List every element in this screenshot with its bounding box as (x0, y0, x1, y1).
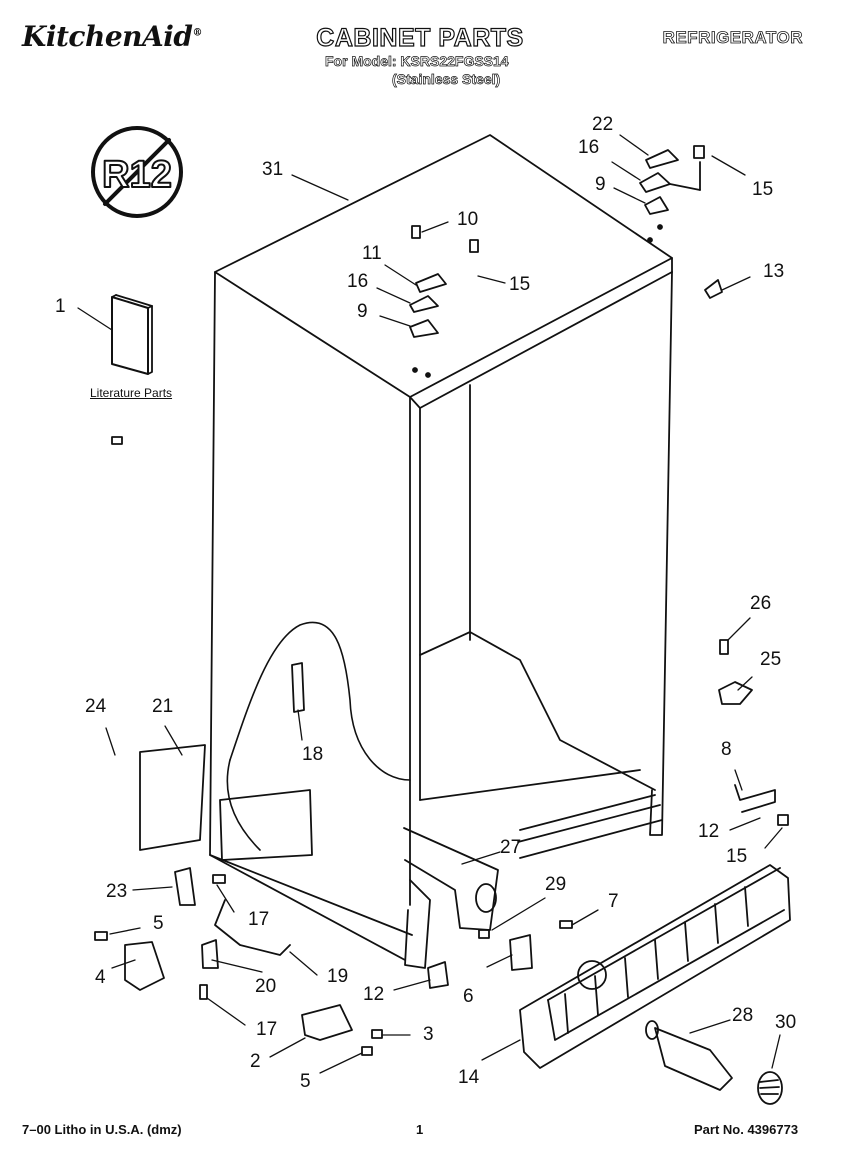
callout-16-right: 16 (578, 137, 600, 158)
literature-booklet (111, 294, 153, 375)
callout-2: 2 (250, 1051, 261, 1072)
model-line: For Model: KSRS22FGSS14 (325, 53, 509, 70)
footer-page-number: 1 (416, 1122, 424, 1137)
callout-31: 31 (262, 159, 284, 180)
callout-15-left: 15 (509, 274, 531, 295)
filter-cap (757, 1071, 783, 1105)
callout-24: 24 (85, 696, 107, 717)
badge-text: R12 (102, 154, 172, 196)
screws (94, 145, 789, 1056)
page-title: CABINET PARTS (316, 23, 524, 52)
callout-15-right: 15 (726, 846, 748, 867)
callout-18: 18 (302, 744, 324, 765)
callout-16-left: 16 (347, 271, 369, 292)
brand-logo: KitchenAid® (22, 20, 202, 53)
callout-14: 14 (458, 1067, 480, 1088)
callout-9-left: 9 (357, 301, 368, 322)
callout-13: 13 (763, 261, 785, 282)
callout-8: 8 (721, 739, 732, 760)
callout-12-right: 12 (698, 821, 720, 842)
refrigerator-cabinet (209, 134, 673, 969)
callout-5-top: 5 (153, 913, 164, 934)
callout-28: 28 (732, 1005, 754, 1026)
callout-23: 23 (106, 881, 128, 902)
callout-4: 4 (95, 967, 106, 988)
callout-26: 26 (750, 593, 772, 614)
no-r12-badge: R12 (91, 126, 183, 218)
callout-9-right: 9 (595, 174, 606, 195)
water-filter (645, 1020, 733, 1091)
callout-29: 29 (545, 874, 567, 895)
brand-mark: ® (192, 27, 202, 39)
literature-parts-label: Literature Parts (90, 386, 173, 400)
upper-left-hinge (409, 224, 663, 378)
callout-7: 7 (608, 891, 619, 912)
callout-17-bottom: 17 (256, 1019, 278, 1040)
callout-20: 20 (255, 976, 277, 997)
appliance-category: REFRIGERATOR (662, 28, 803, 48)
callout-6: 6 (463, 986, 474, 1007)
callout-17-top: 17 (248, 909, 270, 930)
callout-12-bottom: 12 (363, 984, 385, 1005)
callout-21: 21 (152, 696, 174, 717)
callout-3: 3 (423, 1024, 434, 1045)
callout-25: 25 (760, 649, 782, 670)
leader-lines (77, 134, 783, 1074)
callout-22: 22 (592, 114, 614, 135)
callout-11: 11 (362, 243, 382, 264)
callout-30: 30 (775, 1012, 797, 1033)
small-parts (124, 279, 776, 1041)
finish-line: (Stainless Steel) (392, 71, 501, 88)
brand-name: KitchenAid (22, 20, 193, 53)
callout-10: 10 (457, 209, 479, 230)
callout-15-top: 15 (752, 179, 774, 200)
upper-right-hinge (639, 149, 701, 215)
callout-27: 27 (500, 837, 522, 858)
callout-19: 19 (327, 966, 349, 987)
callout-1: 1 (55, 296, 66, 317)
front-grille (519, 864, 791, 1069)
footer-part-number: Part No. 4396773 (694, 1122, 799, 1137)
footer-litho: 7–00 Litho in U.S.A. (dmz) (22, 1122, 182, 1137)
callout-5-bottom: 5 (300, 1071, 311, 1092)
